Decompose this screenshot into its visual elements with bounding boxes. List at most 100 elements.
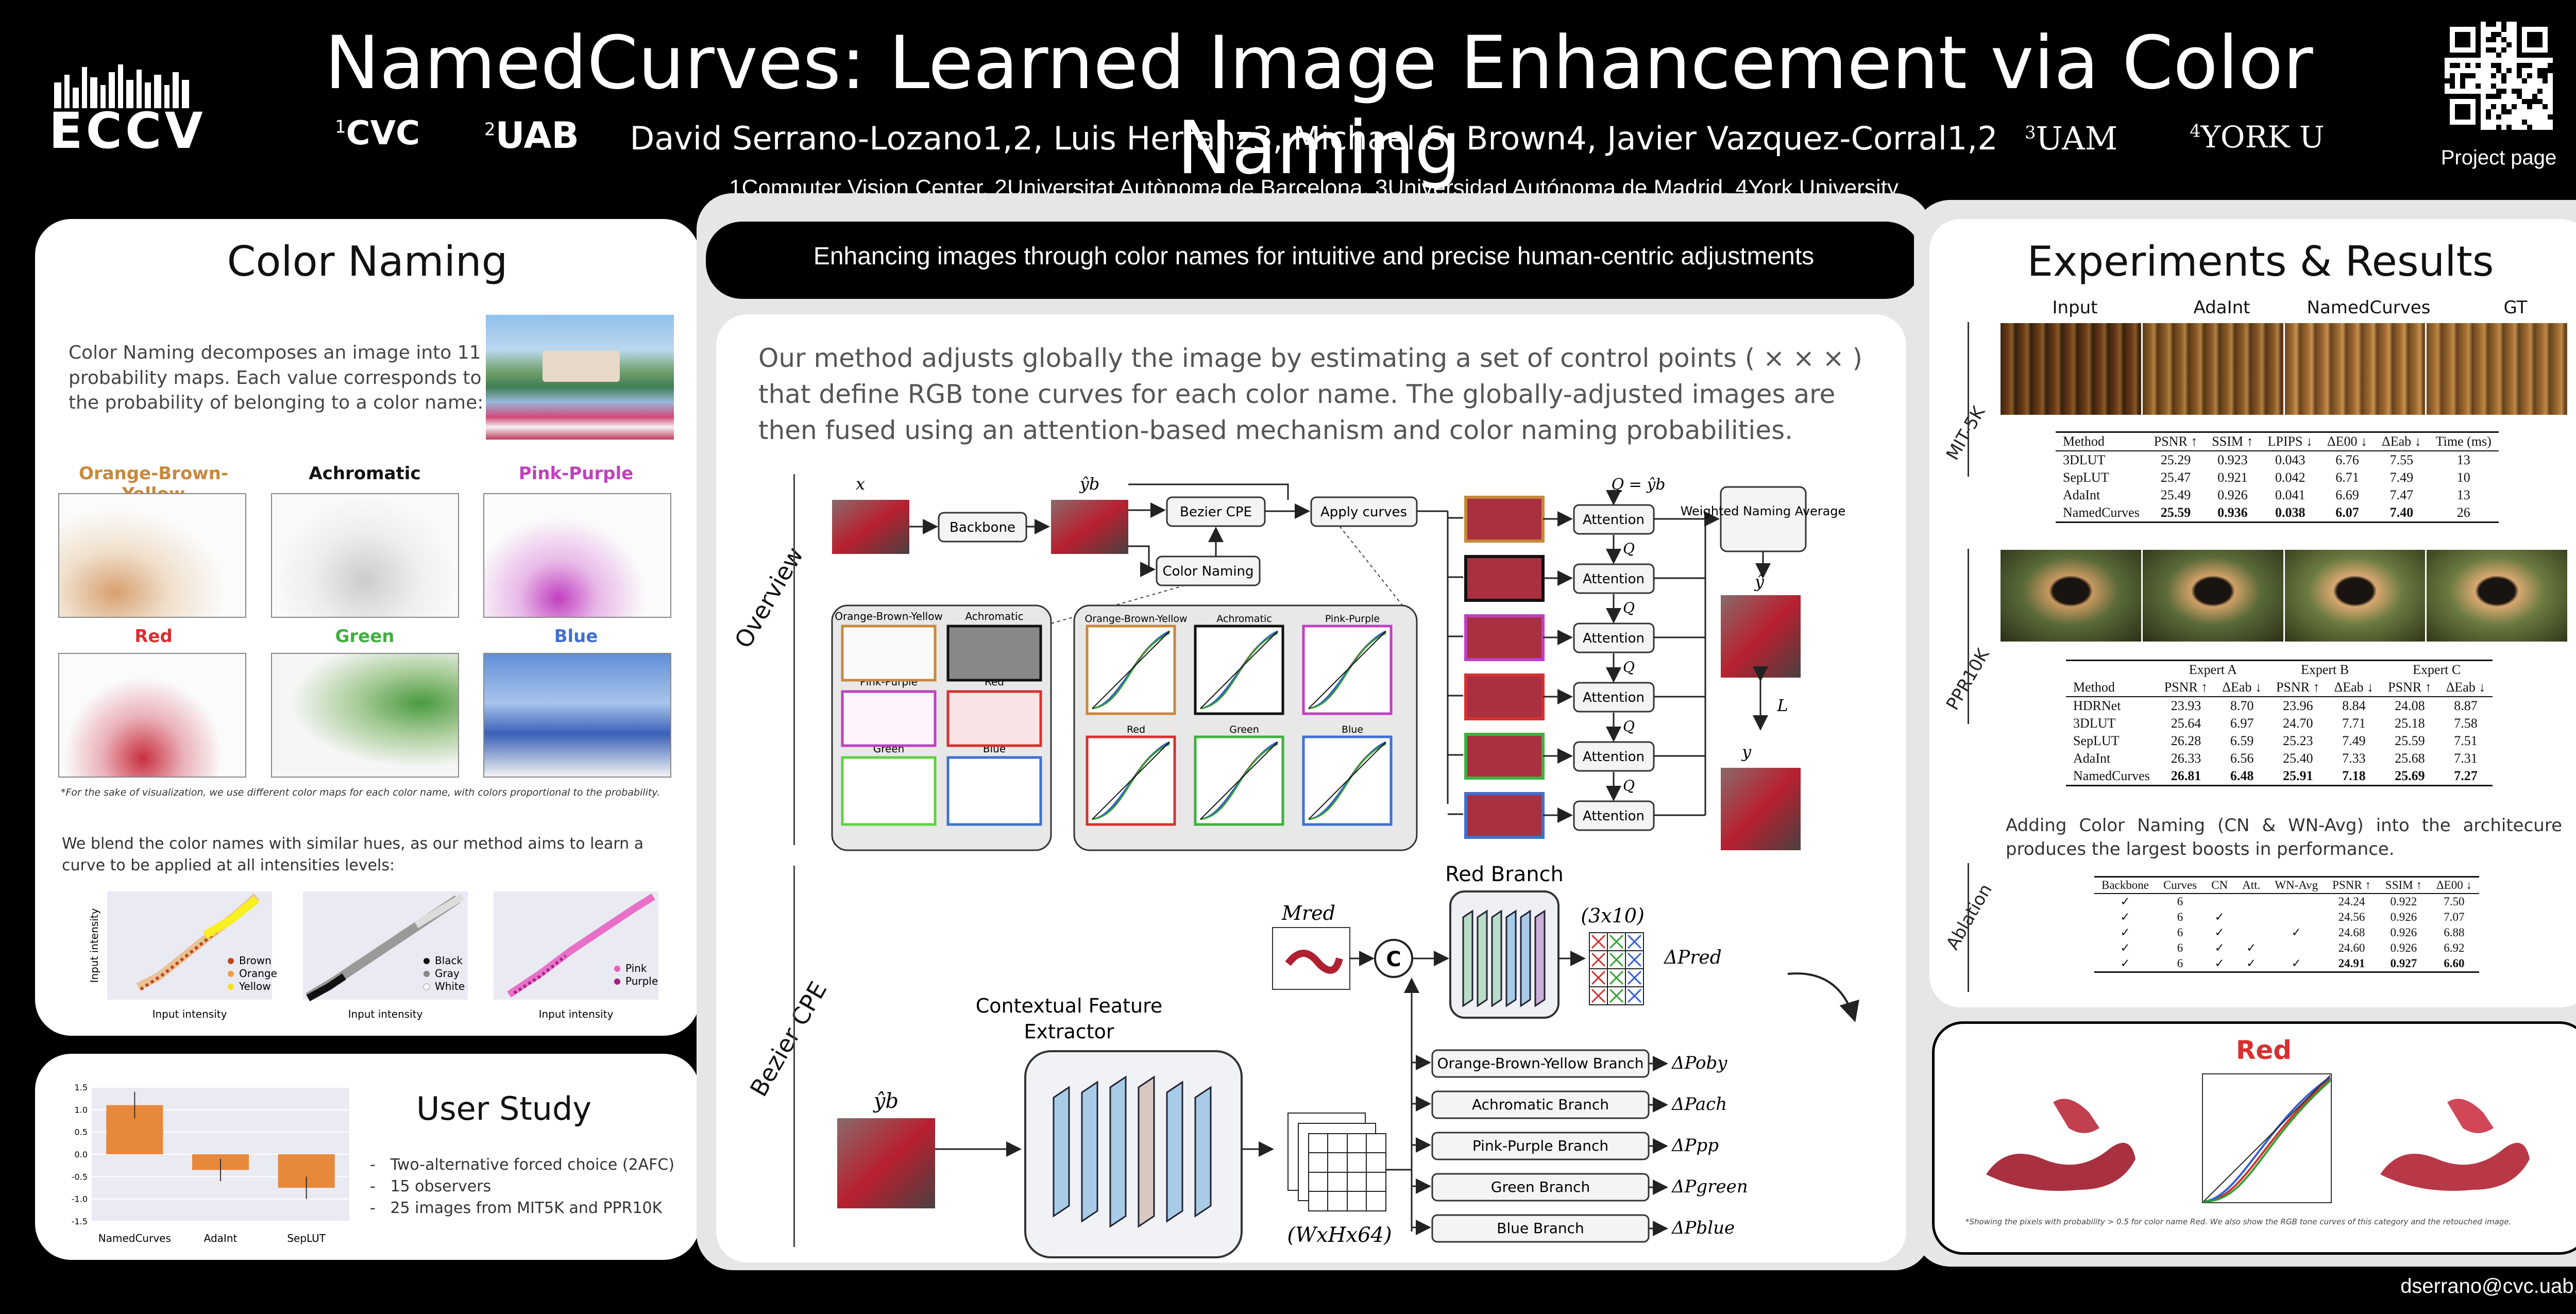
- logo-cvc: 1CVC: [335, 114, 420, 153]
- logo-uab: 2UAB: [484, 114, 579, 157]
- user-study-title: User Study: [416, 1090, 592, 1127]
- table-cell: 26.28: [2171, 733, 2201, 748]
- bezier-cpe-diagram: ŷb Contextual Feature Extractor (WxHx64)…: [837, 863, 1859, 1258]
- overview-diagram: x Backbone ŷb Bezier CPE Apply curves Co…: [831, 474, 1845, 851]
- color-naming-panel: Color Naming Color Naming decomposes an …: [35, 219, 700, 1036]
- table-cell: 0.921: [2217, 470, 2248, 485]
- mred-label: Mred: [1281, 902, 1335, 924]
- table-cell: CN: [2204, 876, 2235, 894]
- cfe-layers: [1053, 1075, 1212, 1228]
- curve-green: [1092, 632, 1170, 710]
- map-label-orange-brown-yellow: Orange-Brown-Yellow: [78, 463, 229, 504]
- plot-brown-orange-yellow: Brown Orange Yellow Input intensity Inpu…: [88, 891, 277, 1020]
- project-page-link[interactable]: Project page: [2441, 146, 2557, 169]
- q-label: Q: [1623, 540, 1635, 557]
- table-cell: 7.47: [2389, 487, 2414, 502]
- logo-uab-number: 2: [484, 119, 496, 140]
- grid-size-label: (3x10): [1581, 904, 1645, 927]
- red-example-title: Red: [2235, 1035, 2292, 1065]
- mit5k-images: [2001, 323, 2567, 415]
- qr-module: [2506, 68, 2512, 73]
- qr-module: [2501, 47, 2506, 53]
- contact-email[interactable]: dserrano@cvc.uab.cat: [2400, 1275, 2576, 1298]
- qr-module: [2496, 63, 2501, 68]
- qr-module: [2455, 63, 2460, 68]
- control-point-mark: [1609, 952, 1624, 967]
- map-label-red: Red: [134, 626, 173, 647]
- table-cell: 6: [2156, 893, 2205, 909]
- curve-green: [1200, 743, 1278, 820]
- qr-module: [2527, 99, 2532, 104]
- table-cell: 26: [2428, 504, 2499, 523]
- table-cell: [2267, 909, 2325, 925]
- qr-module: [2543, 104, 2548, 109]
- ablation-text: Adding Color Naming (CN & WN-Avg) into t…: [2006, 815, 2562, 860]
- qr-module: [2537, 68, 2543, 73]
- logo-cvc-number: 1: [335, 116, 346, 138]
- q-label: Q: [1623, 599, 1635, 616]
- qr-module: [2486, 94, 2491, 99]
- y-label: y: [1741, 742, 1752, 762]
- qr-module: [2496, 89, 2501, 94]
- table-cell: ✓: [2120, 926, 2130, 939]
- table-cell: 0.926: [2390, 911, 2417, 923]
- mit5k-divider: [1968, 322, 1969, 477]
- qr-module: [2486, 37, 2491, 42]
- table-cell: 6.59: [2230, 733, 2254, 748]
- qr-module: [2460, 83, 2465, 89]
- table-cell: 7.27: [2438, 767, 2493, 786]
- mit5k-label: MIT-5K: [1942, 402, 1990, 464]
- curve-label: Red: [1127, 724, 1145, 735]
- x-tick-label: NamedCurves: [98, 1232, 171, 1244]
- bezier-yb-label: ŷb: [873, 1089, 899, 1113]
- curve-green: [2203, 1080, 2331, 1203]
- q-label: Q: [1623, 777, 1635, 794]
- qr-module: [2548, 63, 2553, 68]
- table-cell: 0.927: [2378, 956, 2429, 973]
- control-point-mark: [1609, 970, 1624, 985]
- curve-green: [1308, 743, 1386, 820]
- qr-module: [2491, 47, 2496, 53]
- qr-module: [2548, 68, 2553, 73]
- qr-module: [2486, 114, 2491, 120]
- table-cell: 6.88: [2444, 926, 2465, 939]
- qr-module: [2501, 89, 2506, 94]
- plot-2-xlabel: Input intensity: [348, 1008, 423, 1020]
- y-tick-label: -1.5: [72, 1217, 88, 1226]
- table-cell: SepLUT: [2063, 470, 2109, 485]
- curve-label: Green: [1229, 724, 1259, 735]
- qr-module: [2527, 104, 2532, 109]
- legend-gray: Gray: [435, 967, 460, 980]
- table-cell: 7.55: [2375, 450, 2429, 469]
- y-tick-label: -0.5: [72, 1172, 88, 1182]
- table-cell: [2235, 909, 2267, 925]
- table-cell: 3DLUT: [2056, 450, 2147, 469]
- table-cell: [2204, 893, 2235, 909]
- map-red: [58, 653, 246, 778]
- qr-code[interactable]: [2445, 22, 2553, 130]
- qr-module: [2517, 94, 2522, 99]
- table-cell: 25.59: [2146, 504, 2205, 523]
- map-orange-brown-yellow: [58, 493, 246, 618]
- qr-module: [2543, 68, 2548, 73]
- table-cell: ✓: [2235, 956, 2268, 973]
- map-label-blue: Blue: [554, 626, 598, 647]
- legend-pink: Pink: [625, 962, 647, 974]
- qr-module: [2491, 83, 2496, 89]
- table-cell: ΔE00 ↓: [2429, 876, 2479, 894]
- curve-identity: [1200, 742, 1278, 820]
- plot-3-xlabel: Input intensity: [539, 1008, 614, 1020]
- results-title: Experiments & Results: [2027, 238, 2494, 285]
- qr-module: [2496, 53, 2501, 58]
- table-cell: Backbone: [2094, 876, 2156, 894]
- plot-pink-purple: Pink Purple Input intensity: [494, 891, 658, 1020]
- table-cell: 25.69: [2381, 767, 2439, 786]
- table-cell: 7.71: [2342, 716, 2366, 731]
